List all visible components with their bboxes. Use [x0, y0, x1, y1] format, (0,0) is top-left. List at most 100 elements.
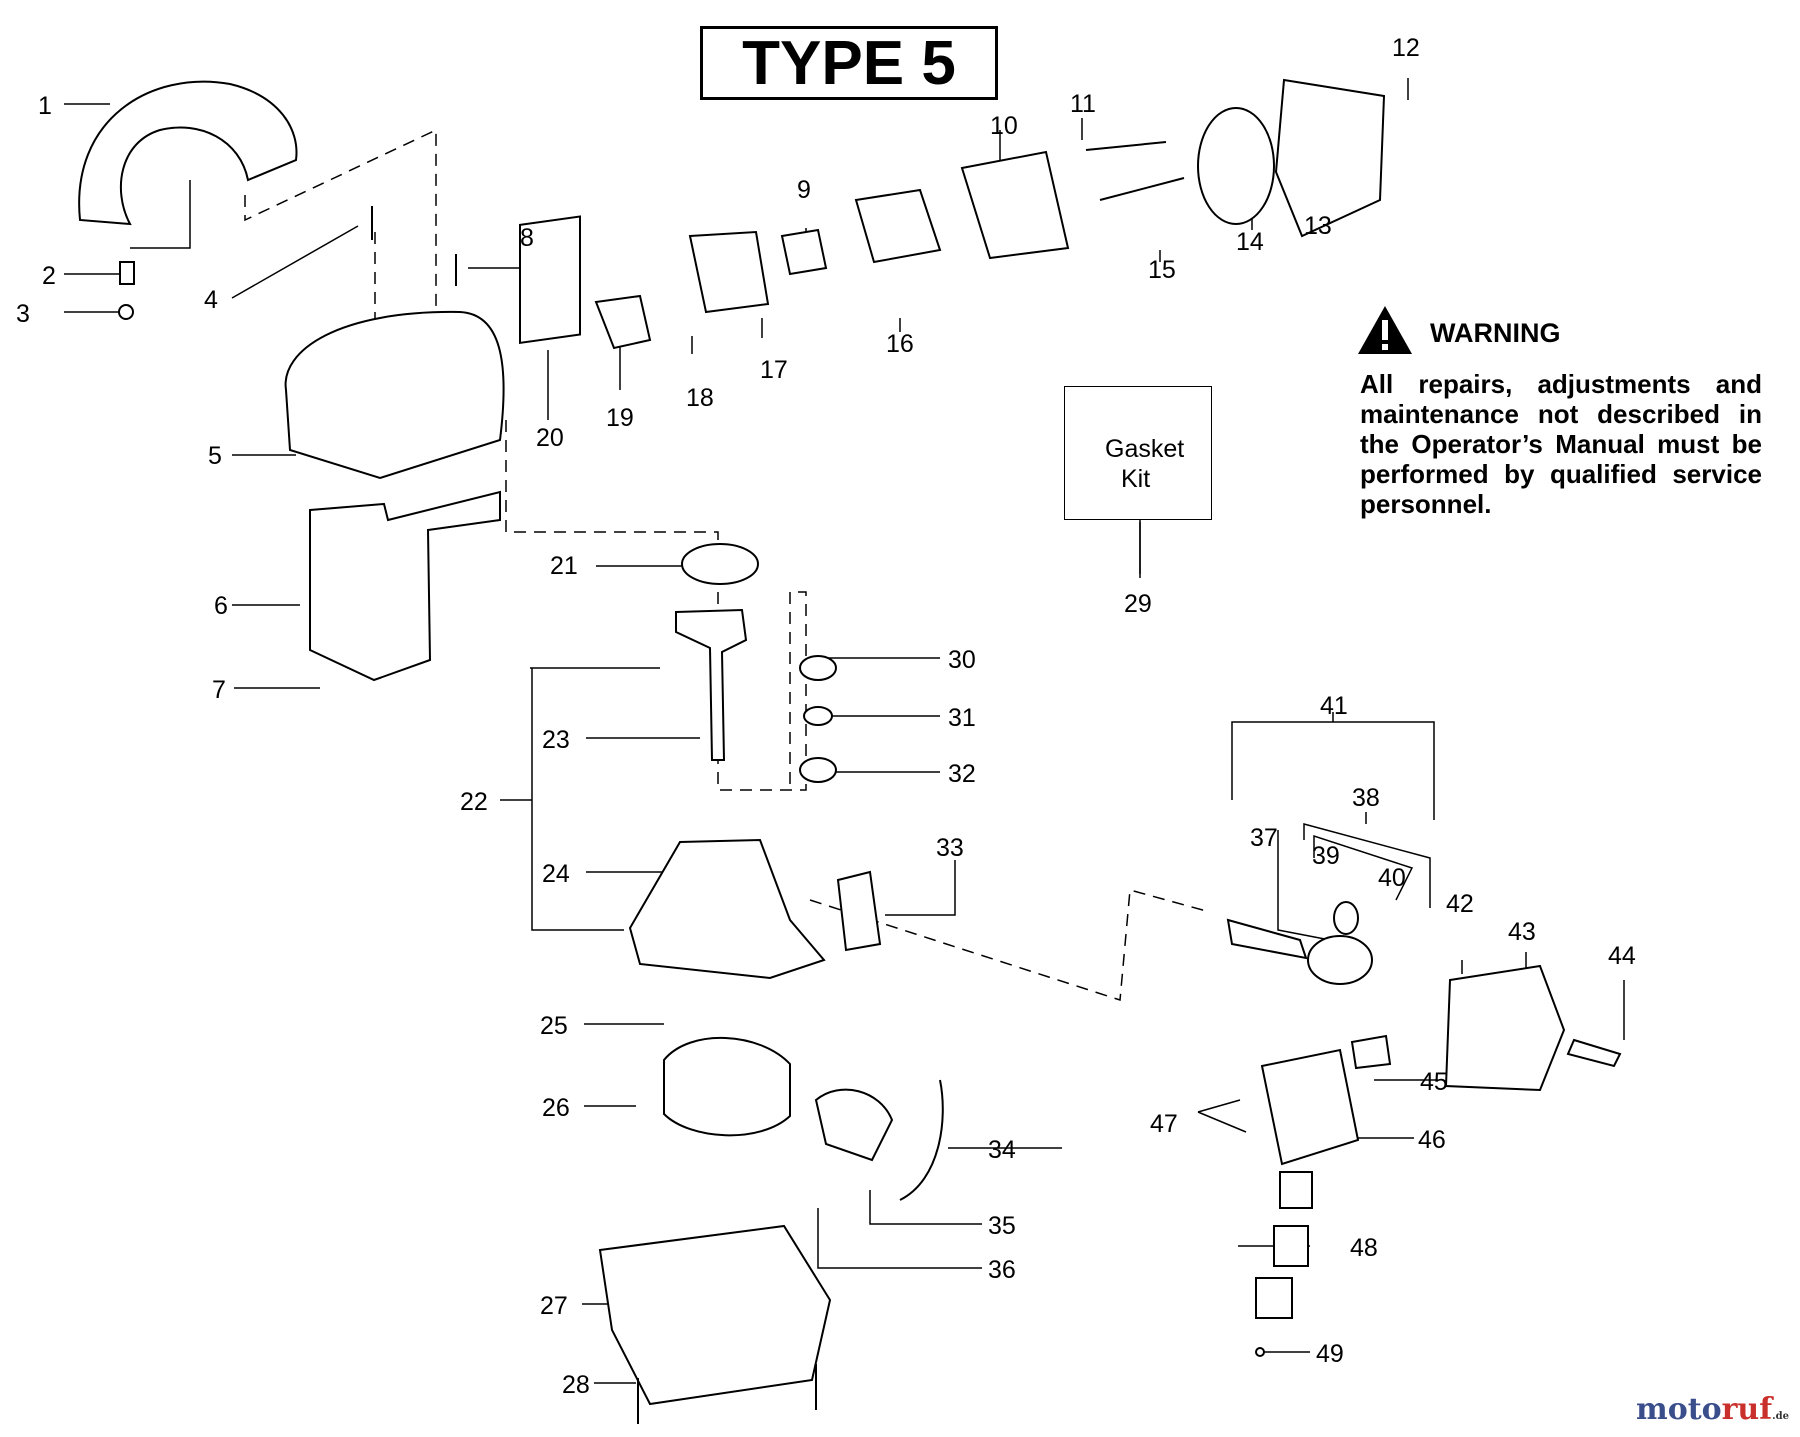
part-gasket-45 — [1350, 1034, 1392, 1070]
callout-14: 14 — [1236, 228, 1264, 256]
callout-17: 17 — [760, 356, 788, 384]
callout-18: 18 — [686, 384, 714, 412]
type-title: TYPE 5 — [700, 26, 998, 100]
callout-35: 35 — [988, 1212, 1016, 1240]
callout-45: 45 — [1420, 1068, 1448, 1096]
callout-27: 27 — [540, 1292, 568, 1320]
callout-29: 29 — [1124, 590, 1152, 618]
callout-26: 26 — [542, 1094, 570, 1122]
callout-8: 8 — [520, 224, 534, 252]
part-shield — [78, 80, 298, 226]
part-seal-32 — [799, 757, 837, 783]
part-insulator-19 — [594, 294, 652, 350]
part-ignition-module — [814, 1088, 894, 1162]
part-gasket-17 — [688, 230, 770, 314]
callout-30: 30 — [948, 646, 976, 674]
callout-28: 28 — [562, 1371, 590, 1399]
part-plate-48b — [1273, 1225, 1309, 1267]
callout-10: 10 — [990, 112, 1018, 140]
part-crankcase — [628, 838, 826, 980]
callout-19: 19 — [606, 404, 634, 432]
callout-23: 23 — [542, 726, 570, 754]
callout-6: 6 — [214, 592, 228, 620]
callout-43: 43 — [1508, 918, 1536, 946]
callout-21: 21 — [550, 552, 578, 580]
part-pin-39 — [1333, 901, 1359, 935]
callout-labels: 1 2 3 4 5 6 7 8 9 10 11 12 13 14 15 16 1… — [16, 34, 1636, 1399]
callout-9: 9 — [797, 176, 811, 204]
part-piston — [1307, 935, 1373, 985]
callout-5: 5 — [208, 442, 222, 470]
callout-41: 41 — [1320, 692, 1348, 720]
part-screw-49 — [1255, 1347, 1265, 1357]
part-cylinder — [1444, 964, 1566, 1092]
callout-34: 34 — [988, 1136, 1016, 1164]
warning-notice: WARNING All repairs, adjustments and mai… — [1358, 304, 1762, 519]
callout-20: 20 — [536, 424, 564, 452]
callout-24: 24 — [542, 860, 570, 888]
part-housing — [598, 1224, 832, 1406]
callout-11: 11 — [1070, 90, 1096, 118]
callout-46: 46 — [1418, 1126, 1446, 1154]
part-muffler — [1260, 1048, 1360, 1166]
callout-1: 1 — [38, 92, 52, 120]
callout-25: 25 — [540, 1012, 568, 1040]
part-filter-cover — [1274, 78, 1386, 238]
gasket-kit-line1: Gasket — [1105, 435, 1185, 463]
warning-triangle-icon — [1356, 304, 1414, 363]
callout-16: 16 — [886, 330, 914, 358]
part-gasket-20 — [519, 215, 581, 345]
callout-22: 22 — [460, 788, 488, 816]
callout-2: 2 — [42, 262, 56, 290]
part-piston-ring-21 — [681, 543, 759, 585]
callout-33: 33 — [936, 834, 964, 862]
part-cylinder-cover — [284, 310, 505, 480]
callout-39: 39 — [1312, 842, 1340, 870]
gasket-kit-line2: Kit — [1121, 465, 1151, 493]
callout-38: 38 — [1352, 784, 1380, 812]
part-seal-30 — [799, 655, 837, 681]
part-plate-48c — [1255, 1277, 1293, 1319]
callout-15: 15 — [1148, 256, 1176, 284]
callout-47: 47 — [1150, 1110, 1178, 1138]
part-air-box — [960, 150, 1070, 260]
part-filter — [1197, 107, 1275, 225]
part-bolt-15 — [1099, 177, 1185, 201]
warning-text: All repairs, adjustments and maintenance… — [1360, 369, 1762, 519]
part-heat-shield — [309, 490, 501, 682]
callout-31: 31 — [948, 704, 976, 732]
part-spark-plug — [1566, 1038, 1622, 1068]
callout-49: 49 — [1316, 1340, 1344, 1368]
part-spark-lead — [899, 1079, 944, 1201]
part-crankshaft — [675, 608, 748, 761]
part-flywheel — [663, 1036, 791, 1137]
callout-7: 7 — [212, 676, 226, 704]
watermark: motoruf.de — [1636, 1392, 1789, 1427]
part-gasket-33 — [836, 870, 882, 952]
callout-32: 32 — [948, 760, 976, 788]
callout-12: 12 — [1392, 34, 1420, 62]
part-gasket-9 — [780, 228, 828, 276]
part-seal-31 — [803, 706, 833, 726]
part-carburetor — [854, 188, 942, 264]
callout-4: 4 — [204, 286, 218, 314]
gasket-kit-box: Gasket Kit — [1064, 386, 1212, 520]
part-grommet — [119, 261, 135, 285]
watermark-suffix: .de — [1772, 1411, 1789, 1422]
callout-48: 48 — [1350, 1234, 1378, 1262]
callout-13: 13 — [1304, 212, 1332, 240]
part-connecting-rod — [1226, 918, 1308, 960]
callout-40: 40 — [1378, 864, 1406, 892]
callout-37: 37 — [1250, 824, 1278, 852]
callout-42: 42 — [1446, 890, 1474, 918]
watermark-part2: ruf — [1721, 1392, 1773, 1427]
part-plate-48a — [1279, 1171, 1313, 1209]
callout-36: 36 — [988, 1256, 1016, 1284]
callout-44: 44 — [1608, 942, 1636, 970]
part-bolt-11 — [1085, 141, 1167, 151]
warning-heading: WARNING — [1430, 318, 1561, 348]
callout-3: 3 — [16, 300, 30, 328]
watermark-part1: moto — [1636, 1392, 1722, 1427]
part-nut — [118, 304, 134, 320]
